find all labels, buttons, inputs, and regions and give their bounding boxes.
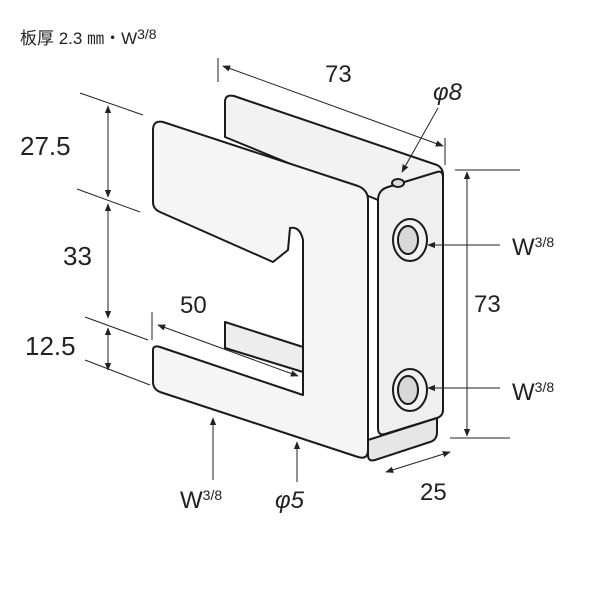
svg-text:12.5: 12.5: [25, 331, 76, 361]
dim-height: 73: [450, 169, 520, 439]
thread-callout-bottom: W3/8: [180, 417, 222, 514]
thread-callout-right-upper: W3/8: [427, 234, 554, 261]
svg-text:φ8: φ8: [433, 79, 463, 106]
svg-text:73: 73: [474, 291, 501, 318]
svg-text:φ5: φ5: [275, 487, 305, 514]
svg-text:W3/8: W3/8: [180, 487, 222, 514]
dim-top-hole: φ8: [401, 79, 463, 173]
back-lower-arm: [224, 321, 304, 373]
svg-text:33: 33: [63, 241, 92, 271]
dim-slot-depth: 50: [151, 292, 299, 377]
svg-text:50: 50: [180, 292, 207, 319]
svg-text:27.5: 27.5: [20, 131, 71, 161]
svg-text:73: 73: [325, 61, 352, 88]
dim-bottom-hole: φ5: [275, 441, 305, 514]
dim-width: 25: [385, 451, 451, 506]
upper-threaded-hole: [392, 218, 428, 262]
top-hole-8: [391, 178, 405, 188]
thread-callout-right-lower: W3/8: [427, 379, 554, 406]
lower-threaded-hole: [392, 368, 428, 412]
bottom-fold: [367, 417, 438, 462]
plate-thickness-spec: 板厚 2.3 ㎜・W3/8: [20, 26, 157, 48]
dim-left-stack: 27.5 33 12.5: [20, 92, 151, 386]
dim-top-length: 73: [217, 58, 446, 165]
svg-text:W3/8: W3/8: [512, 379, 554, 406]
svg-text:25: 25: [420, 479, 447, 506]
svg-text:W3/8: W3/8: [512, 234, 554, 261]
